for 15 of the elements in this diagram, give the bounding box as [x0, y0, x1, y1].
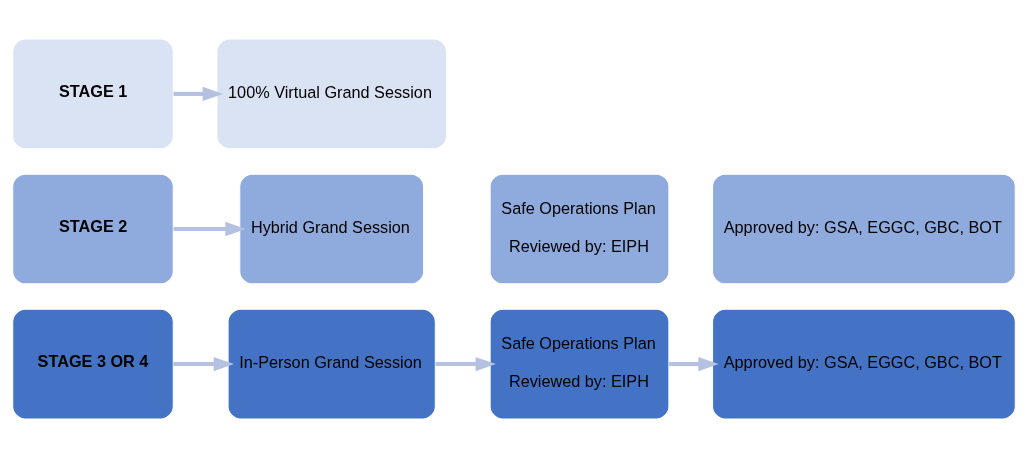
arrow [173, 356, 235, 372]
node-box: Approved by: GSA, EGGC, GBC, BOT [712, 173, 1016, 285]
node-box: 100% Virtual Grand Session [216, 38, 447, 150]
node-box: STAGE 3 OR 4 [12, 308, 174, 420]
arrow [173, 86, 224, 102]
arrow [173, 221, 246, 237]
node-box: STAGE 2 [12, 173, 174, 285]
node-box: Safe Operations Plan Reviewed by: EIPH [489, 173, 670, 285]
node-box: STAGE 1 [12, 38, 174, 150]
node-box: In-Person Grand Session [227, 308, 436, 420]
node-box: Hybrid Grand Session [239, 173, 425, 285]
node-box: Safe Operations Plan Reviewed by: EIPH [489, 308, 670, 420]
arrow [669, 356, 719, 372]
arrow [435, 356, 496, 372]
node-box: Approved by: GSA, EGGC, GBC, BOT [712, 308, 1016, 420]
